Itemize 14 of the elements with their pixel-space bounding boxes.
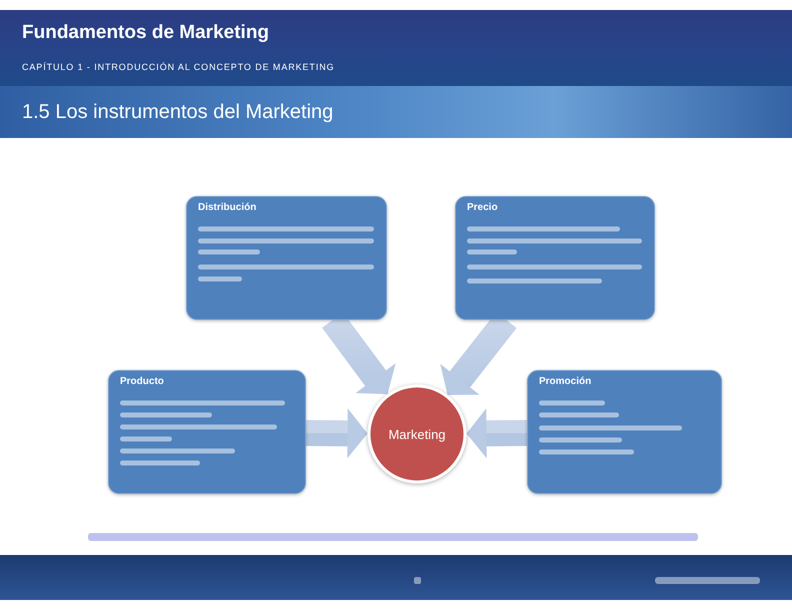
box-heading: Producto bbox=[120, 376, 164, 388]
instrument-box bbox=[186, 196, 387, 320]
circle-label: Marketing bbox=[388, 426, 446, 442]
block-arrow bbox=[466, 408, 528, 458]
instrument-box bbox=[527, 370, 722, 494]
instrument-box bbox=[455, 196, 655, 320]
box-heading: Precio bbox=[467, 202, 498, 214]
section-heading: 1.5 Los instrumentos del Marketing bbox=[22, 101, 334, 124]
chapter-subtitle: CAPÍTULO 1 - INTRODUCCIÓN AL CONCEPTO DE MARKETING bbox=[22, 62, 335, 72]
box-heading: Distribución bbox=[198, 202, 256, 214]
block-arrow bbox=[306, 408, 368, 458]
slide-title: Fundamentos de Marketing bbox=[22, 22, 270, 44]
box-heading: Promoción bbox=[539, 376, 592, 388]
instrument-box bbox=[108, 370, 306, 494]
